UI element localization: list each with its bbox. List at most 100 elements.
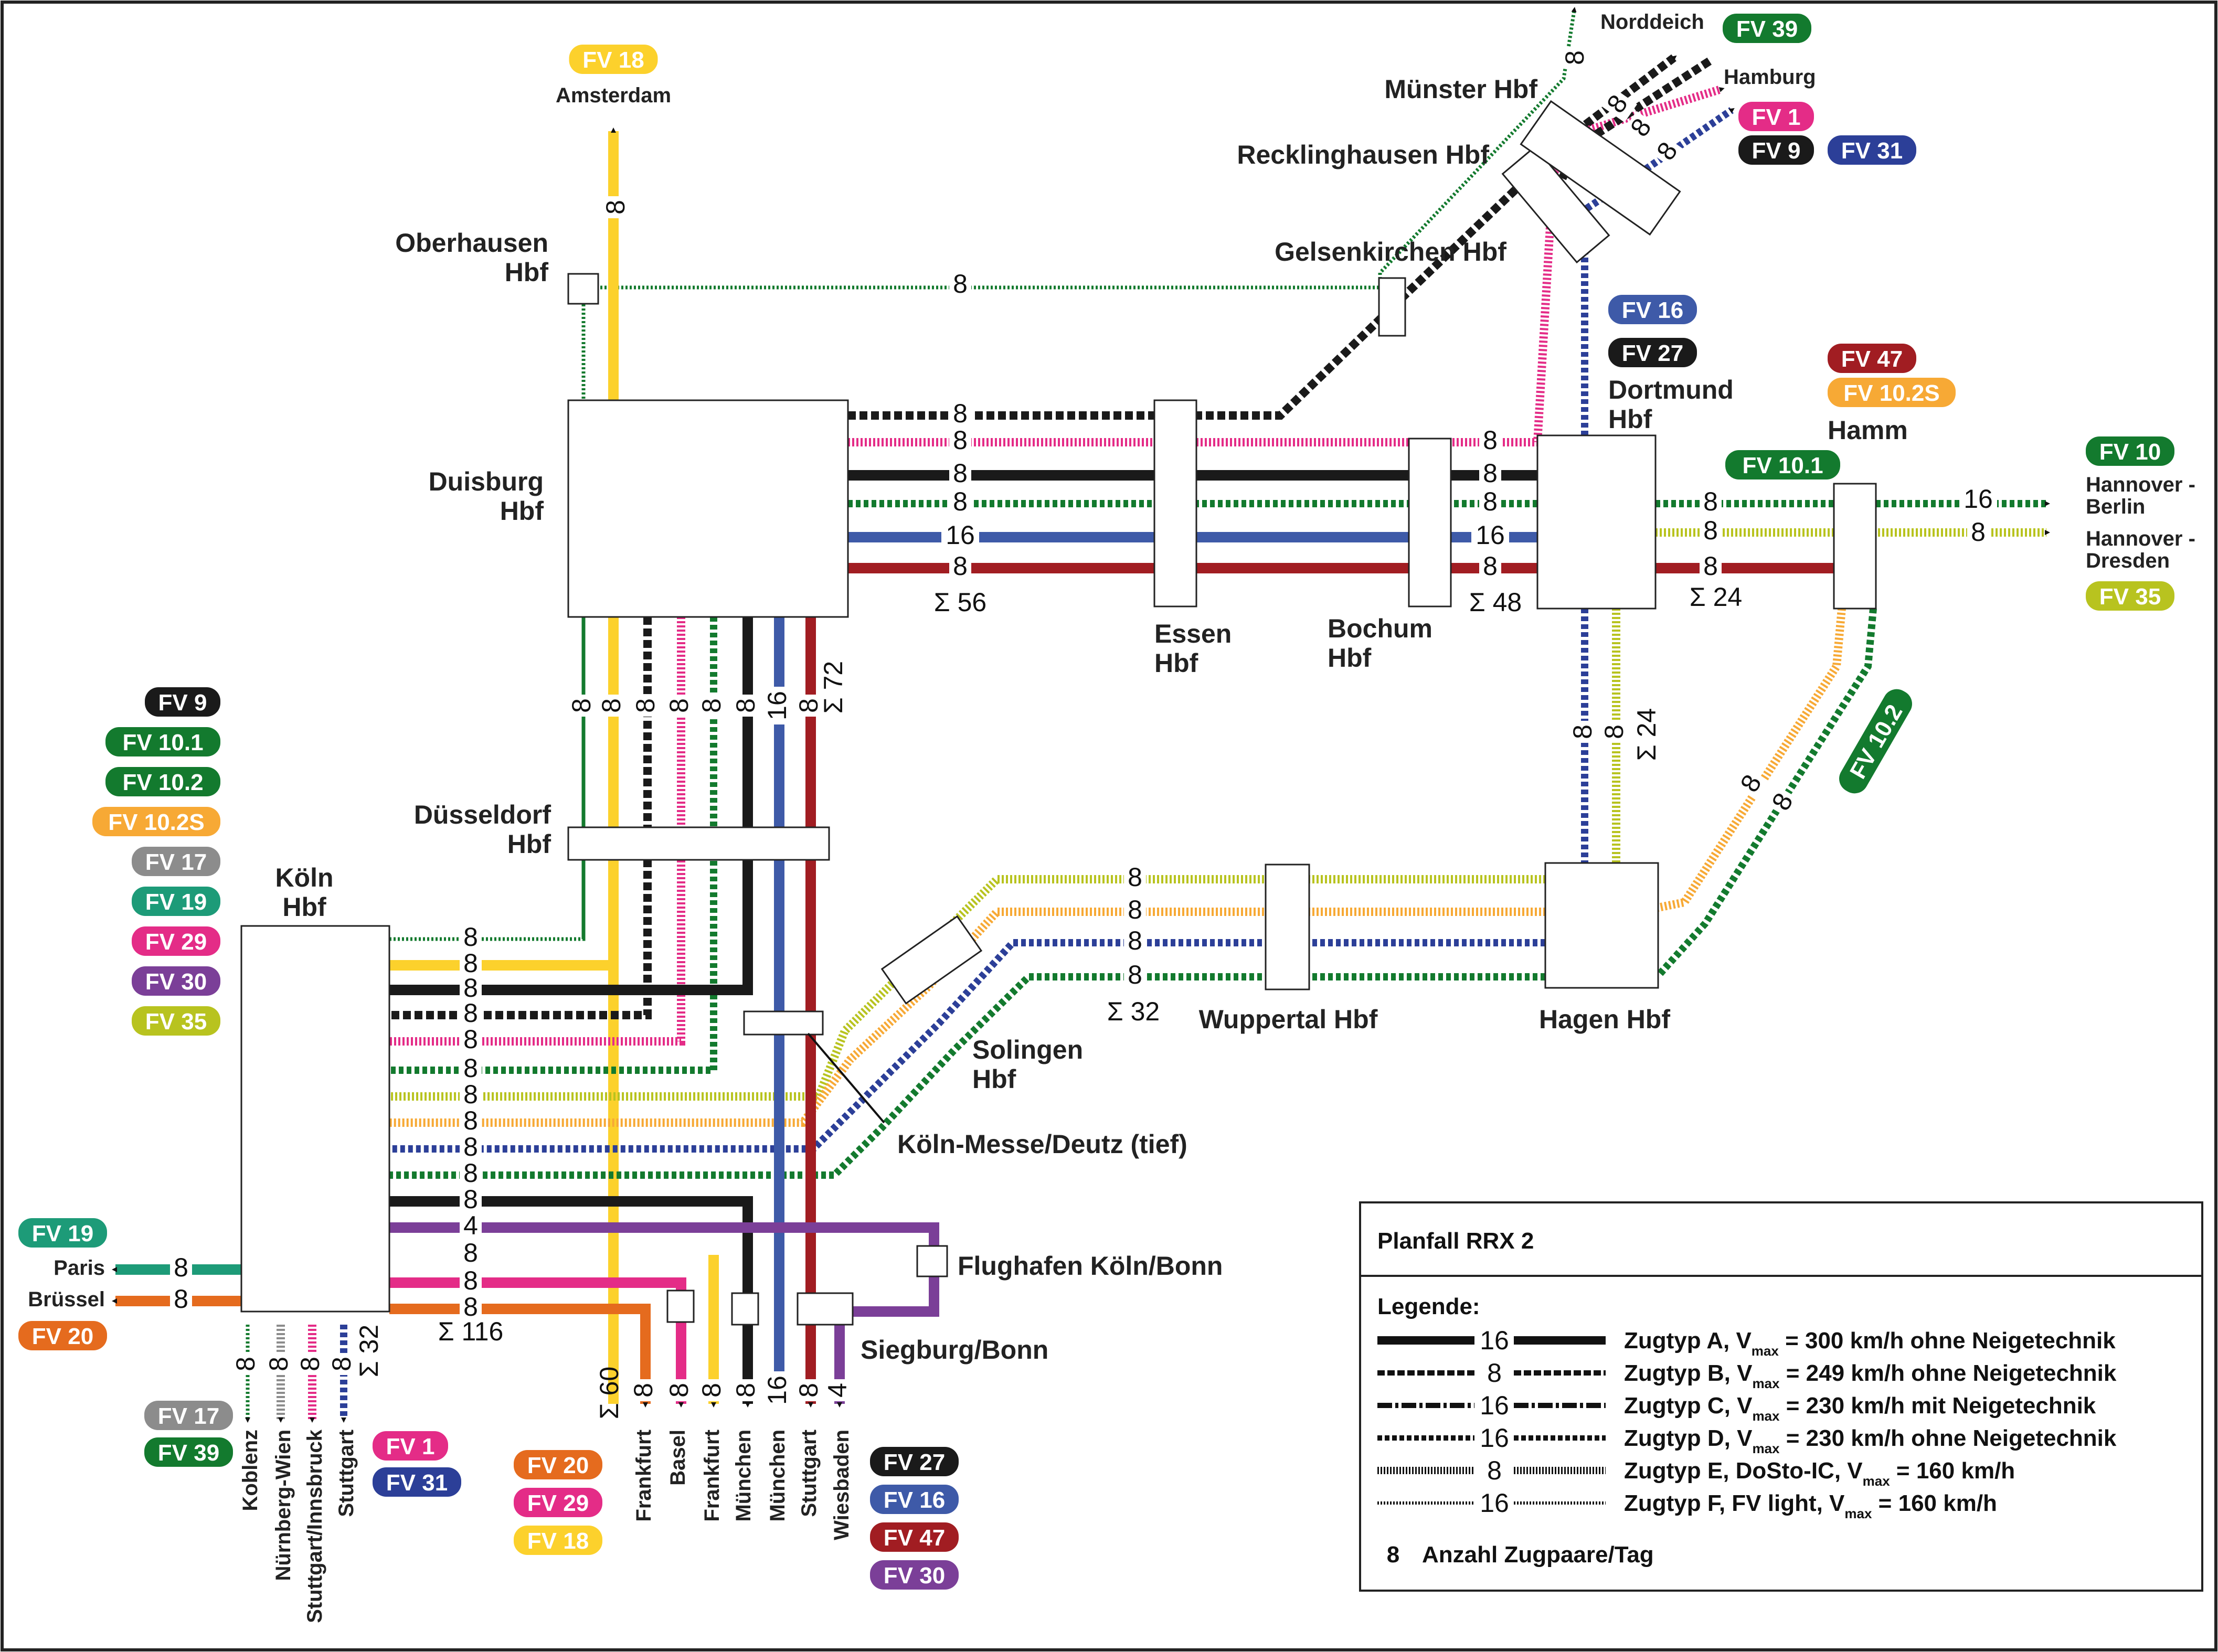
count-duisburg-down-1: 8 (597, 698, 626, 713)
badge-south-left-fv39-pill (144, 1437, 233, 1467)
badge-koeln-0: FV 9 (145, 687, 220, 717)
legend-num-4: 8 (1487, 1456, 1502, 1485)
route-oberhausen-koeln (389, 287, 586, 941)
badge-dortmund-fv16-text: FV 16 (1622, 297, 1683, 323)
count-koeln-row-4: 8 (463, 1025, 478, 1054)
badge-hamm-east: FV 10.1 (1725, 450, 1840, 479)
dest-norddeich: Norddeich (1600, 10, 1704, 34)
badge-norddeich-text: FV 39 (1736, 16, 1798, 42)
count-solingen-wuppertal-0: 8 (1128, 862, 1142, 892)
station-koeln-south-junction (731, 1292, 759, 1326)
count-koeln-row-3: 8 (463, 998, 478, 1028)
station-oberhausen (567, 273, 599, 305)
count-south-right-3: 8 (731, 1383, 760, 1398)
label-gelsenkirchen: Gelsenkirchen Hbf (1275, 237, 1506, 267)
badge-dortmund-fv27-text: FV 27 (1622, 340, 1683, 366)
badge-south-right-b-2-pill (870, 1522, 959, 1552)
badge-koeln-2: FV 10.2 (105, 767, 220, 796)
count-koeln-row-5-bg (460, 1056, 482, 1085)
count-amsterdam-bg (603, 196, 632, 218)
count-muenster-norddeich-bg (1562, 47, 1591, 69)
count-koeln-row-12: 8 (463, 1266, 478, 1295)
count-paris-bg (170, 1255, 192, 1284)
route-fv10-2-wupper (389, 973, 1545, 1179)
count-duisburg-essen-5-bg (949, 553, 971, 583)
station-messe (743, 1010, 824, 1036)
badge-hamburg-fv31-text: FV 31 (1841, 138, 1903, 164)
count-duisburg-essen-1: 8 (953, 425, 968, 455)
badge-hamburg-fv9-pill (1738, 135, 1814, 165)
badge-bruessel: FV 20 (18, 1321, 107, 1350)
count-bochum-dortmund-2: 8 (1483, 487, 1498, 516)
route-gelsen-muenster (1378, 7, 1577, 287)
count-dortmund-hagen-1-bg (1601, 721, 1631, 743)
legend-title: Planfall RRX 2 (1377, 1228, 1534, 1254)
badge-koeln-5-pill (132, 887, 220, 916)
badge-south-right-b-1-text: FV 16 (884, 1487, 945, 1513)
count-duisburg-essen-0: 8 (953, 399, 968, 428)
badge-bruessel-text: FV 20 (32, 1324, 93, 1349)
legend-note-text: Anzahl Zugpaare/Tag (1422, 1542, 1654, 1568)
count-south-right-4-bg (765, 1371, 794, 1409)
count-south-right-1-bg (666, 1379, 696, 1401)
count-koeln-south-3-bg (329, 1353, 358, 1375)
station-hamm (1833, 483, 1877, 610)
badge-paris: FV 19 (18, 1218, 107, 1248)
legend-note-num: 8 (1387, 1542, 1399, 1568)
badge-south-right-b-2-text: FV 47 (884, 1525, 945, 1551)
count-dortmund-hamm-1: 8 (1703, 516, 1718, 545)
count-duisburg-down-5-bg (733, 695, 762, 717)
badge-dresden-pill (2086, 581, 2174, 611)
station-muenster (1520, 100, 1681, 236)
sum-dortmund: Σ 24 (1690, 582, 1742, 612)
count-south-right-4: 16 (762, 1376, 792, 1405)
count-bochum-dortmund-4: 8 (1483, 551, 1498, 581)
badge-koeln-4-text: FV 17 (145, 849, 207, 875)
badge-south-right-b-3-pill (870, 1560, 959, 1590)
sum-bochum: Σ 48 (1469, 588, 1522, 617)
count-koeln-row-0: 8 (463, 922, 478, 952)
badge-norddeich: FV 39 (1723, 14, 1811, 43)
count-hamm-dresden-bg (1967, 519, 1989, 549)
badge-koeln-5: FV 19 (132, 887, 220, 916)
count-bruessel-bg (170, 1286, 192, 1316)
badge-south-right-b-0: FV 27 (870, 1447, 959, 1476)
station-wuppertal (1265, 864, 1310, 990)
badge-hamm-hagen-pill (1839, 689, 1912, 794)
count-dortmund-hamm-2: 8 (1703, 551, 1718, 581)
count-dortmund-hamm-1-bg (1700, 518, 1722, 547)
count-duisburg-essen-4-bg (941, 523, 979, 552)
badge-dortmund-fv27-pill (1608, 338, 1697, 367)
badge-koeln-3-pill (92, 807, 220, 836)
count-koeln-south-0-bg (233, 1353, 262, 1375)
badge-berlin-pill (2086, 436, 2174, 466)
badge-south-right-a-1-pill (514, 1488, 602, 1517)
badge-hamm-fv47-pill (1828, 344, 1916, 373)
sum-duisburg-down: Σ 72 (819, 661, 848, 713)
badge-south-left-fv39: FV 39 (144, 1437, 233, 1467)
count-south-right-3-bg (733, 1379, 762, 1401)
badge-koeln-5-text: FV 19 (145, 889, 207, 915)
dest-south-left-0: Koblenz (239, 1430, 262, 1511)
badge-koeln-0-text: FV 9 (158, 690, 207, 716)
badge-hamburg-fv9-text: FV 9 (1752, 138, 1801, 164)
count-koeln-south-2-bg (298, 1353, 327, 1375)
dest-paris: Paris (54, 1256, 105, 1280)
label-siegburg: Siegburg/Bonn (861, 1335, 1048, 1365)
badge-south-right-a-0-pill (514, 1450, 602, 1479)
badge-koeln-2-text: FV 10.2 (122, 770, 203, 795)
count-solingen-wuppertal-2-bg (1124, 928, 1146, 957)
count-koeln-row-7-bg (460, 1108, 482, 1137)
dest-bruessel: Brüssel (28, 1288, 105, 1311)
legend-text-5: Zugtyp F, FV light, Vmax = 160 km/h (1624, 1490, 1997, 1521)
badge-south-right-b-3: FV 30 (870, 1560, 959, 1590)
badge-amsterdam: FV 18 (569, 45, 658, 74)
label-flughafen: Flughafen Köln/Bonn (958, 1251, 1223, 1281)
dest-amsterdam: Amsterdam (556, 84, 671, 107)
count-koeln-row-12-bg (460, 1268, 482, 1297)
sum-duisburg: Σ 56 (934, 588, 986, 617)
count-koeln-row-11-bg (460, 1240, 482, 1270)
